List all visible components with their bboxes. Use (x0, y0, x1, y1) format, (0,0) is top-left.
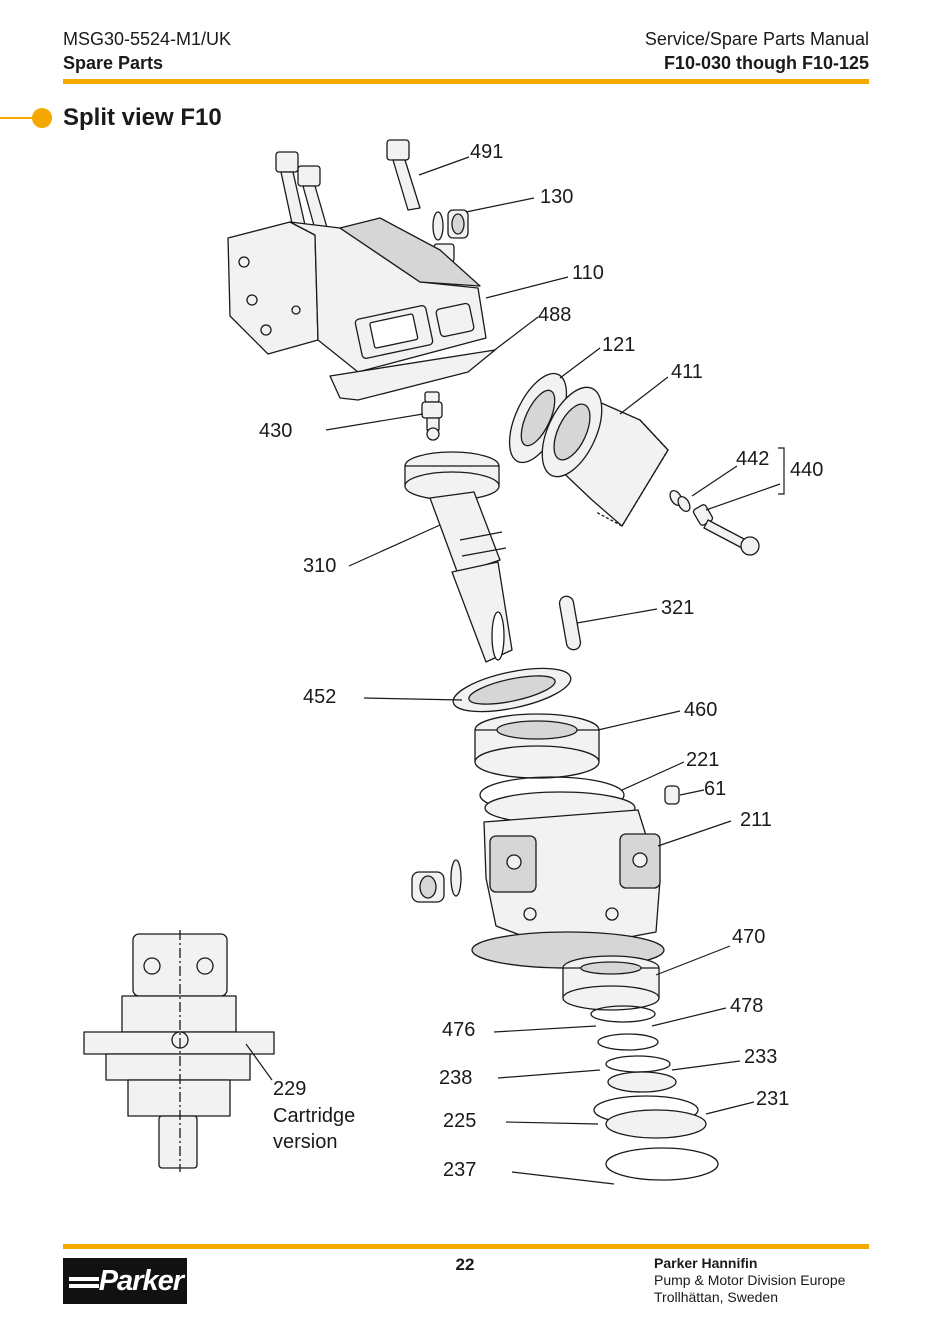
logo-stripe-top (69, 1277, 99, 1281)
label-321: 321 (661, 597, 694, 619)
label-61: 61 (704, 778, 726, 800)
seal-233 (607, 1071, 677, 1093)
label-491: 491 (470, 141, 503, 163)
label-229: 229 (273, 1078, 306, 1100)
manual-title: Service/Spare Parts Manual (644, 29, 869, 49)
footer-rule (63, 1244, 869, 1249)
header-rule (63, 79, 869, 84)
label-470: 470 (732, 926, 765, 948)
parker-logo: Parker (63, 1258, 187, 1304)
doc-code: MSG30-5524-M1/UK (63, 29, 232, 49)
piston-440 (669, 489, 760, 556)
ring-478 (590, 1005, 656, 1023)
section-marker-dot (32, 108, 52, 128)
label-440: 440 (790, 459, 823, 481)
ring-238 (605, 1055, 671, 1073)
label-121: 121 (602, 334, 635, 356)
label-130: 130 (540, 186, 573, 208)
leader-lines (245, 156, 785, 1185)
division-name: Pump & Motor Division Europe (654, 1272, 846, 1288)
label-478: 478 (730, 995, 763, 1017)
label-476: 476 (442, 1019, 475, 1041)
label-238: 238 (439, 1067, 472, 1089)
bevel-gear-452 (452, 667, 572, 713)
logo-stripe-bottom (69, 1284, 99, 1288)
model-range: F10-030 though F10-125 (663, 53, 869, 73)
key-321 (558, 595, 582, 651)
front-housing-211 (471, 791, 665, 969)
label-225: 225 (443, 1110, 476, 1132)
retaining-ring-237 (605, 1147, 719, 1181)
label-231: 231 (756, 1088, 789, 1110)
label-452: 452 (303, 686, 336, 708)
part-labels: 491 130 110 488 121 411 430 442 440 310 … (259, 141, 823, 1181)
label-430: 430 (259, 420, 292, 442)
label-version: version (273, 1131, 337, 1153)
page-title: Split view F10 (63, 104, 222, 131)
label-233: 233 (744, 1046, 777, 1068)
header-left: MSG30-5524-M1/UK Spare Parts (63, 27, 231, 75)
section-marker-line (0, 117, 36, 119)
logo-text: Parker (98, 1265, 184, 1297)
gasket-488 (329, 349, 496, 401)
section-name: Spare Parts (63, 53, 164, 73)
label-221: 221 (686, 749, 719, 771)
plug-61 (664, 785, 680, 805)
seal-231 (605, 1109, 707, 1139)
cylinder-barrel-411 (541, 386, 669, 527)
housing-110 (227, 217, 487, 373)
ring-476 (597, 1033, 659, 1051)
valve-430 (421, 391, 443, 441)
label-488: 488 (538, 304, 571, 326)
bearing-460 (474, 713, 600, 779)
bearing-470 (562, 955, 660, 1011)
header-right: Service/Spare Parts Manual F10-030 thoug… (645, 27, 869, 75)
company-name: Parker Hannifin (654, 1255, 758, 1271)
plug-left (411, 859, 462, 903)
label-110: 110 (572, 262, 604, 284)
location: Trollhättan, Sweden (654, 1289, 778, 1305)
cartridge-drawing (83, 930, 275, 1172)
label-cartridge: Cartridge (273, 1105, 355, 1127)
label-211: 211 (740, 809, 772, 831)
label-442: 442 (736, 448, 769, 470)
plug-130 (432, 209, 469, 241)
label-310: 310 (303, 555, 336, 577)
label-237: 237 (443, 1159, 476, 1181)
label-411: 411 (671, 361, 703, 383)
footer-company-block: Parker Hannifin Pump & Motor Division Eu… (654, 1255, 845, 1306)
page-number: 22 (455, 1255, 475, 1274)
label-460: 460 (684, 699, 717, 721)
shaft-310 (404, 451, 513, 663)
